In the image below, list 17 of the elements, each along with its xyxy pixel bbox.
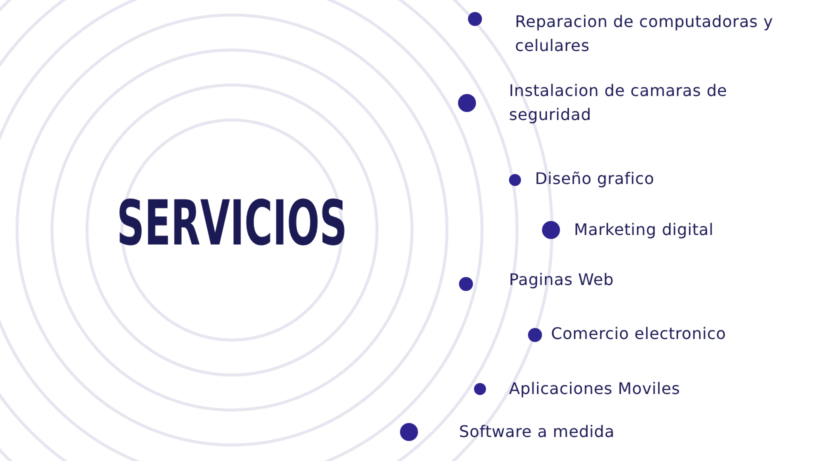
bullet-dot <box>528 328 542 342</box>
bullet-dot <box>458 94 476 112</box>
service-label: Diseño grafico <box>535 168 656 190</box>
heading: SERVICIOS <box>116 186 348 260</box>
service-label: Aplicaciones Moviles <box>509 378 682 400</box>
bullet-dot <box>509 174 521 186</box>
bullet-dot <box>459 277 473 291</box>
service-label: Paginas Web <box>509 269 615 291</box>
bullet-dot <box>474 383 486 395</box>
bullet-dot <box>542 221 560 239</box>
bullet-dot <box>400 423 418 441</box>
service-label: Instalacion de camaras de seguridad <box>509 80 728 126</box>
service-label: Software a medida <box>459 421 616 443</box>
bullet-dot <box>468 12 482 26</box>
service-label: Reparacion de computadoras y celulares <box>515 11 774 57</box>
service-label: Comercio electronico <box>551 323 728 345</box>
service-label: Marketing digital <box>574 219 715 241</box>
